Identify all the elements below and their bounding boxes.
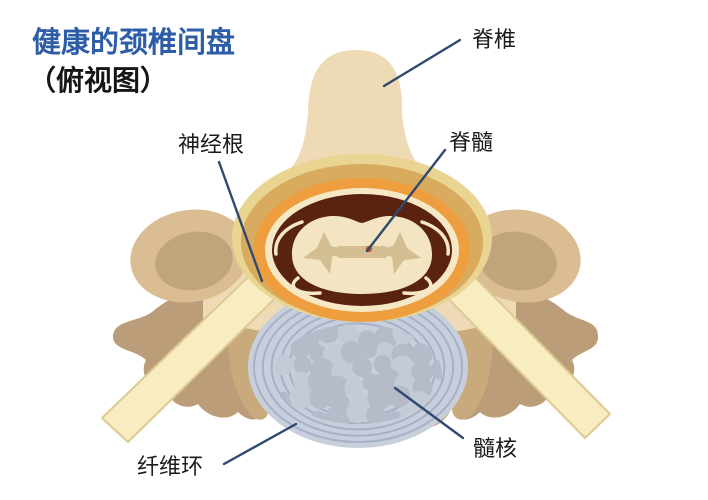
label-annulus-fibrosus: 纤维环 (137, 455, 203, 480)
nucleus-bubble (289, 384, 314, 409)
nucleus-bubble (326, 375, 349, 398)
page-subtitle: （俯视图） (28, 64, 168, 97)
nucleus-bubble (290, 338, 311, 359)
label-vertebra: 脊椎 (472, 28, 516, 53)
nucleus-bubble (344, 377, 365, 398)
nucleus-bubble (307, 369, 332, 394)
label-nerve-root: 神经根 (178, 133, 244, 158)
articular-facets (130, 209, 581, 303)
nerve-root-leader (217, 160, 264, 283)
nucleus-bubble (430, 359, 442, 380)
nucleus-bubble (410, 360, 433, 383)
rootlet (291, 276, 322, 296)
nucleus-bubble (308, 344, 327, 363)
gray-matter-right-horn (376, 232, 421, 274)
nucleus-bubble (293, 355, 312, 374)
nucleus-bubble (309, 387, 332, 409)
nerve-rootlets (274, 220, 450, 296)
right-facet-surface (479, 231, 557, 291)
nucleus-bubble (352, 357, 373, 378)
page-title: 健康的颈椎间盘 (32, 25, 235, 59)
nucleus-bubble (410, 343, 433, 366)
spinal-cord-leader (365, 148, 447, 253)
nucleus-bubble (340, 340, 363, 363)
label-spinal-cord: 脊髓 (449, 131, 493, 156)
spinal-canal (232, 154, 492, 322)
nucleus-bubble (365, 404, 386, 424)
gray-matter-butterfly (303, 232, 421, 274)
label-nucleus-pulposus: 髓核 (473, 437, 517, 462)
vertebra-leader (382, 38, 462, 88)
nucleus-bubble (358, 338, 379, 358)
annulus-leader (222, 422, 298, 466)
nucleus-bubble (388, 385, 411, 408)
left-facet-surface (155, 231, 233, 291)
rootlet (402, 276, 433, 296)
rootlet (274, 220, 304, 256)
nucleus-leader (393, 386, 465, 440)
leader-lines (217, 38, 465, 466)
rootlet (420, 220, 450, 256)
nucleus-bubble (337, 324, 358, 345)
nucleus-bubble (367, 385, 392, 410)
gray-matter-bridge (336, 246, 388, 258)
nucleus-bubble (346, 401, 369, 424)
gray-matter-left-horn (303, 232, 348, 274)
nucleus-bubble (274, 355, 294, 375)
nucleus-bubble (376, 368, 401, 393)
annotation-labels: 脊椎 神经根 脊髓 纤维环 髓核 (137, 28, 517, 480)
